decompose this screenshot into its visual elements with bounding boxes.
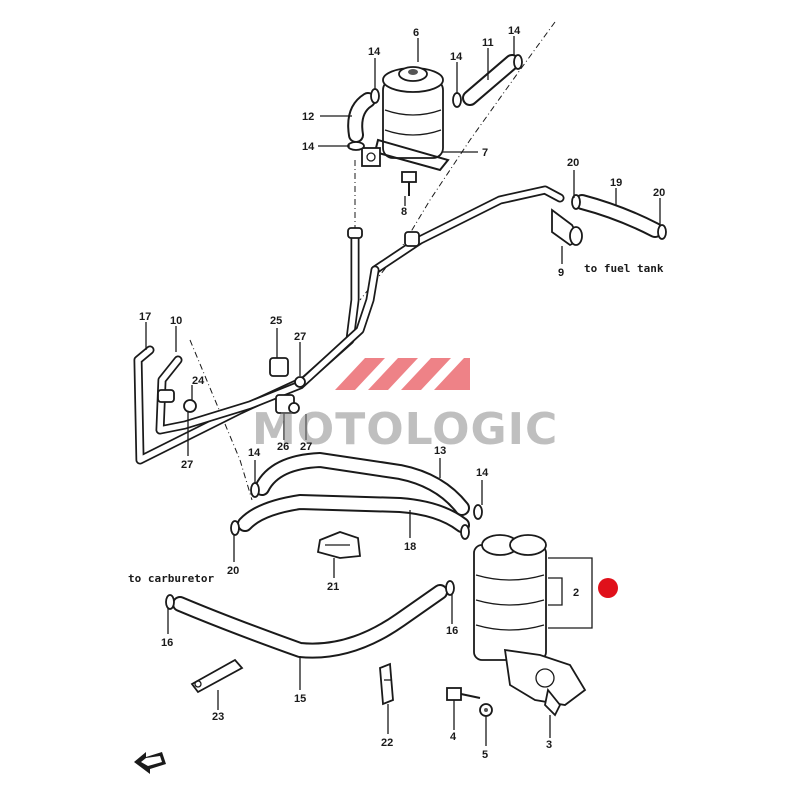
leader-lines bbox=[145, 36, 661, 746]
callout-3: 3 bbox=[546, 739, 552, 751]
check-valve-9 bbox=[551, 208, 583, 247]
callout-24: 24 bbox=[192, 375, 205, 387]
callout-20: 20 bbox=[227, 565, 239, 577]
hose-19 bbox=[571, 194, 667, 240]
callout-21: 21 bbox=[327, 581, 339, 593]
hose-18 bbox=[237, 494, 470, 533]
callout-12: 12 bbox=[302, 111, 314, 123]
motologic-logo-icon bbox=[335, 358, 470, 390]
callout-8: 8 bbox=[401, 206, 407, 218]
clamps-mid bbox=[230, 482, 483, 540]
callout-20: 20 bbox=[567, 157, 579, 169]
callout-9: 9 bbox=[558, 267, 564, 279]
callout-17: 17 bbox=[139, 311, 151, 323]
note-to-fuel-tank: to fuel tank bbox=[584, 262, 664, 275]
callout-7: 7 bbox=[482, 147, 488, 159]
fuel-pump bbox=[473, 534, 587, 717]
callout-11: 11 bbox=[482, 37, 494, 49]
watermark-text: MOTOLOGIC bbox=[252, 404, 558, 455]
bolt-4 bbox=[446, 687, 481, 701]
callouts: 6 14 14 11 14 12 14 7 8 20 19 20 9 17 10… bbox=[139, 25, 665, 761]
callout-22: 22 bbox=[381, 737, 393, 749]
callout-4: 4 bbox=[450, 731, 457, 743]
callout-13: 13 bbox=[434, 445, 446, 457]
fuel-filter bbox=[361, 66, 450, 172]
callout-14: 14 bbox=[248, 447, 261, 459]
callout-27: 27 bbox=[300, 441, 312, 453]
callout-26: 26 bbox=[277, 441, 289, 453]
callout-27: 27 bbox=[294, 331, 306, 343]
bolt-8 bbox=[401, 171, 417, 196]
callout-23: 23 bbox=[212, 711, 224, 723]
callout-2: 2 bbox=[573, 587, 579, 599]
hose-12 bbox=[347, 92, 376, 143]
clamp-22 bbox=[379, 662, 394, 706]
callout-14: 14 bbox=[476, 467, 489, 479]
callout-20: 20 bbox=[653, 187, 665, 199]
callout-16: 16 bbox=[446, 625, 458, 637]
callout-27: 27 bbox=[181, 459, 193, 471]
bracket-2 bbox=[548, 557, 593, 629]
note-to-carburetor: to carburetor bbox=[128, 572, 214, 585]
callout-16: 16 bbox=[161, 637, 173, 649]
callout-18: 18 bbox=[404, 541, 416, 553]
callout-25: 25 bbox=[270, 315, 282, 327]
callout-14: 14 bbox=[302, 141, 315, 153]
hose-11 bbox=[462, 54, 520, 106]
red-dot-icon bbox=[598, 578, 618, 598]
callout-15: 15 bbox=[294, 693, 306, 705]
arrow-icon bbox=[134, 752, 166, 774]
hose-15 bbox=[165, 580, 455, 659]
callout-14: 14 bbox=[368, 46, 381, 58]
callout-14: 14 bbox=[508, 25, 521, 37]
callout-10: 10 bbox=[170, 315, 182, 327]
hose-13 bbox=[254, 452, 470, 516]
callout-5: 5 bbox=[482, 749, 488, 761]
clip-21 bbox=[316, 531, 361, 559]
washer-5 bbox=[479, 703, 493, 717]
callout-19: 19 bbox=[610, 177, 622, 189]
pipe-clamps bbox=[157, 227, 420, 414]
callout-14: 14 bbox=[450, 51, 463, 63]
callout-6: 6 bbox=[413, 27, 419, 39]
bracket-23 bbox=[190, 658, 244, 694]
